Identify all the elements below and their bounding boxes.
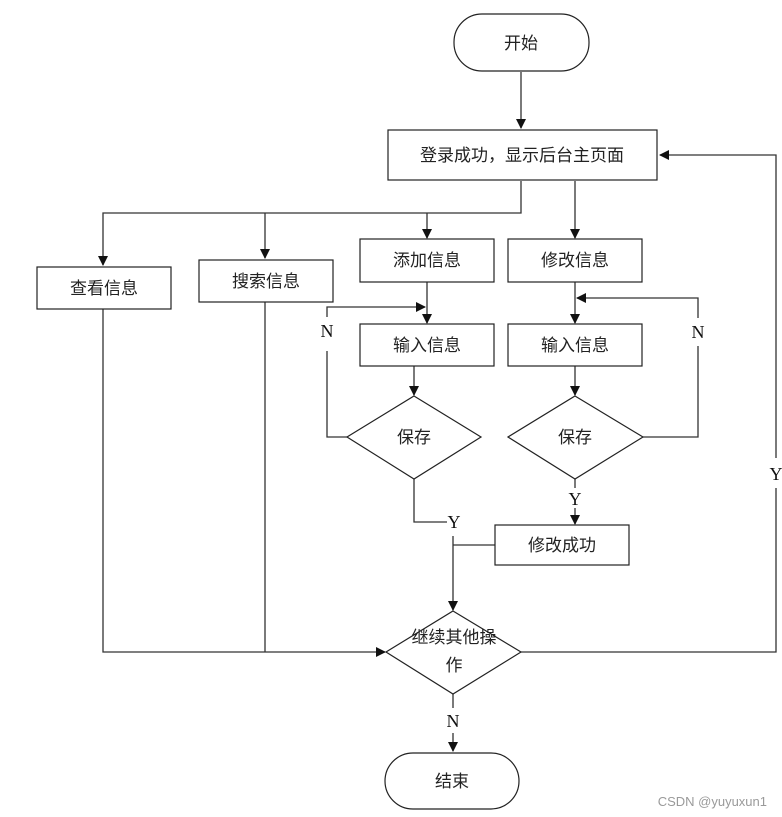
edge-continue-yes-top [659,150,777,458]
save-add-yes-label: Y [448,512,461,532]
start-node: 开始 [453,13,590,72]
save-modify-no-label: N [692,322,705,342]
edge-save-add-yes [413,479,447,523]
view-info-label: 查看信息 [70,279,138,299]
watermark: CSDN @yuyuxun1 [658,794,767,809]
save-add-no-label: N [321,321,334,341]
end-node: 结束 [384,752,520,810]
save-modify-yes-label: Y [569,489,582,509]
input-info-add-node: 输入信息 [359,323,495,367]
add-info-label: 添加信息 [393,251,461,271]
input-info-modify-node: 输入信息 [507,323,643,367]
login-node: 登录成功，显示后台主页面 [387,129,658,181]
modify-info-node: 修改信息 [507,238,643,283]
modify-success-node: 修改成功 [494,524,630,566]
login-label: 登录成功，显示后台主页面 [420,146,624,166]
start-label: 开始 [504,34,538,54]
continue-label-line2: 作 [446,656,463,676]
view-info-node: 查看信息 [36,266,172,310]
continue-label-line1: 继续其他操 [412,628,497,648]
end-label: 结束 [435,772,469,792]
search-info-label: 搜索信息 [232,272,300,292]
continue-decision: 继续其他操 作 [384,610,523,695]
continue-no-label: N [447,711,460,731]
edge-save-add-no [326,351,347,438]
edge-login-branches [98,181,522,266]
input-info-modify-label: 输入信息 [541,336,609,356]
search-info-node: 搜索信息 [198,259,334,303]
save-modify-label: 保存 [558,428,592,448]
add-info-node: 添加信息 [359,238,495,283]
modify-info-label: 修改信息 [541,251,609,271]
input-info-add-label: 输入信息 [393,336,461,356]
edge-view-continue [102,308,386,657]
save-add-decision: 保存 [345,395,483,480]
edge-save-modify-no-top [576,293,699,318]
modify-success-label: 修改成功 [528,536,596,556]
edge-continue-yes [521,488,777,653]
edge-save-add-no-top [326,302,426,317]
save-modify-decision: 保存 [506,395,645,480]
continue-yes-label: Y [770,464,782,484]
edge-save-modify-no [643,346,699,438]
save-add-label: 保存 [397,428,431,448]
